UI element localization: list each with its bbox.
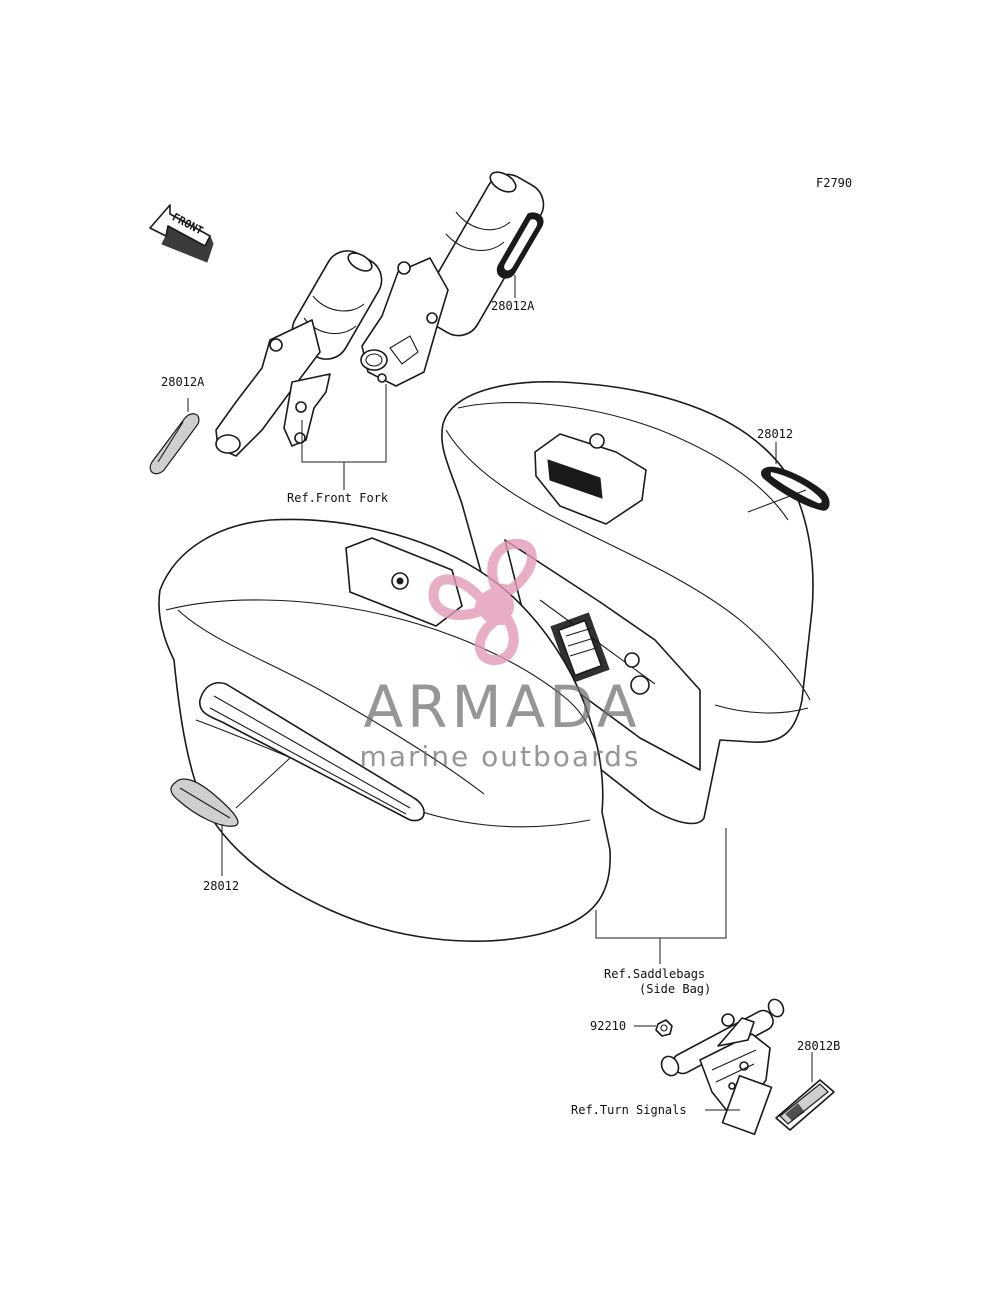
reflector-28012-right [761, 466, 830, 511]
part-label-28012b[interactable]: 28012B [797, 1039, 841, 1053]
part-label-28012-right[interactable]: 28012 [757, 427, 794, 441]
reflector-28012-left [170, 778, 239, 827]
front-fork-left-leg [215, 250, 383, 457]
ref-front-fork-label[interactable]: Ref.Front Fork [287, 491, 389, 505]
part-label-28012-left[interactable]: 28012 [203, 879, 240, 893]
ref-turn-signals-label[interactable]: Ref.Turn Signals [571, 1103, 687, 1117]
front-fork-right-leg [360, 171, 545, 387]
part-label-28012a-left[interactable]: 28012A [161, 375, 205, 389]
ref-saddlebags-label[interactable]: Ref.Saddlebags [604, 967, 706, 981]
watermark-brand: ARMADA [363, 673, 641, 741]
watermark-logo-icon [428, 538, 537, 666]
part-label-92210[interactable]: 92210 [590, 1019, 627, 1033]
watermark-tagline: marine outboards [359, 740, 641, 773]
part-label-28012a-right[interactable]: 28012A [491, 299, 535, 313]
diagram-code: F2790 [816, 176, 853, 190]
ref-saddlebags-sub-label[interactable]: (Side Bag) [639, 982, 712, 996]
nut-92210 [655, 1019, 673, 1037]
reflector-28012b [775, 1079, 835, 1131]
reflector-28012a-right [496, 212, 544, 279]
turn-signal-bracket [660, 998, 785, 1136]
reflector-28012a-left [149, 413, 200, 475]
leader-lines [187, 275, 813, 1111]
front-arrow-icon: FRONT [149, 204, 214, 263]
